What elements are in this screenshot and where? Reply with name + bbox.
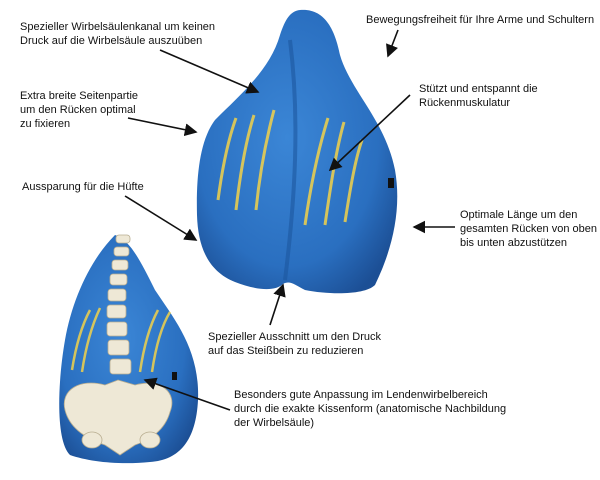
callout-text: gesamten Rücken von oben bbox=[460, 223, 597, 235]
small-cushion-with-spine bbox=[59, 234, 199, 464]
callout-text: zu fixieren bbox=[20, 118, 71, 130]
main-cushion bbox=[196, 9, 398, 294]
spine-icon bbox=[63, 234, 173, 456]
callout-text: Rückenmuskulatur bbox=[419, 97, 511, 109]
callout-text: um den Rücken optimal bbox=[20, 104, 136, 116]
label-tag bbox=[388, 178, 394, 188]
callout-text: Spezieller Wirbelsäulenkanal um keinen bbox=[20, 21, 216, 33]
callout-muscles: Stützt und entspannt die Rückenmuskulatu… bbox=[419, 82, 538, 110]
callout-side-part: Extra breite Seitenpartie um den Rücken … bbox=[20, 89, 138, 131]
callout-spine-channel: Spezieller Wirbelsäulenkanal um keinen D… bbox=[20, 20, 215, 48]
callout-text: Optimale Länge um den bbox=[460, 209, 578, 221]
callout-length: Optimale Länge um den gesamten Rücken vo… bbox=[460, 208, 597, 250]
callout-text: Stützt und entspannt die bbox=[419, 83, 538, 95]
callout-freedom: Bewegungsfreiheit für Ihre Arme und Schu… bbox=[366, 13, 594, 27]
callout-text: durch die exakte Kissenform (anatomische… bbox=[234, 403, 507, 415]
callout-cutout: Spezieller Ausschnitt um den Druck auf d… bbox=[208, 330, 381, 358]
callout-text: auf das Steißbein zu reduzieren bbox=[208, 345, 364, 357]
callout-text: bis unten abzustützen bbox=[460, 237, 568, 249]
callout-text: Spezieller Ausschnitt um den Druck bbox=[208, 331, 382, 343]
callout-lumbar: Besonders gute Anpassung im Lendenwirbel… bbox=[234, 388, 506, 430]
callout-text: Aussparung für die Hüfte bbox=[22, 181, 144, 193]
callout-text: Druck auf die Wirbelsäule auszuüben bbox=[20, 35, 203, 47]
callout-hip: Aussparung für die Hüfte bbox=[22, 180, 144, 194]
massage-stripes bbox=[216, 109, 364, 226]
callout-text: Bewegungsfreiheit für Ihre Arme und Schu… bbox=[366, 14, 595, 26]
callout-text: Besonders gute Anpassung im Lendenwirbel… bbox=[234, 389, 488, 401]
callout-text: Extra breite Seitenpartie bbox=[20, 90, 139, 102]
callout-arrows bbox=[124, 29, 455, 411]
callout-text: der Wirbelsäule) bbox=[234, 417, 315, 429]
